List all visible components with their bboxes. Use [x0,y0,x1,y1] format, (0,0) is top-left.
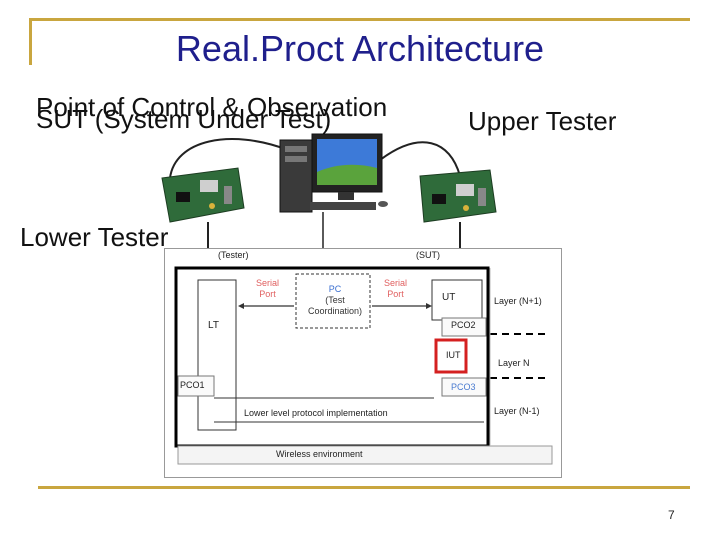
pco1-box [177,375,215,397]
layer-n: Layer N [498,358,530,368]
left-cable [169,138,289,179]
lower-level-label: Lower level protocol implementation [244,408,388,418]
lt-box [197,279,237,431]
lower-tester-heading: Lower Tester [20,222,169,252]
pc-label-line1: PC [328,284,342,294]
iut-label: IUT [446,350,461,360]
layer-n-plus-1: Layer (N+1) [494,296,542,306]
pc-box [295,273,371,329]
right-cable [379,141,461,177]
lt-label: LT [208,320,219,331]
pco3-box [441,377,487,397]
pc-label-line3: Coordination) [307,306,363,316]
pco2-box [441,317,487,337]
slide-bottom-rule [38,486,690,489]
architecture-diagram [164,248,562,478]
serial-port-right: Serial Port [384,278,407,300]
pc-label-line2: (Test [325,295,345,305]
tester-label: (Tester) [218,250,249,260]
iut-box [434,338,468,374]
ut-label: UT [442,292,456,303]
layer-n-minus-1: Layer (N-1) [494,406,540,416]
pco1-label: PCO1 [180,380,205,390]
serial-port-right-line1: Serial [384,278,408,288]
upper-tester-heading: Upper Tester [468,106,617,136]
serial-port-left: Serial Port [256,278,279,300]
wireless-label: Wireless environment [276,449,363,459]
wireless-bar [177,445,553,465]
poco-heading: Point of Control & Observation [36,92,388,122]
desktop-pc-icon [279,133,388,213]
pco2-label: PCO2 [451,320,476,330]
serial-port-left-line1: Serial [256,278,280,288]
serial-port-right-line2: Port [387,289,404,299]
pc-label: PC (Test Coordination) [298,284,372,317]
slide-title: Real.Proct Architecture [175,28,545,69]
sut-label: (SUT) [416,250,440,260]
serial-port-left-line2: Port [259,289,276,299]
sut-heading: SUT (System Under Test) [36,104,332,134]
page-number: 7 [668,508,675,522]
pco3-label: PCO3 [451,382,476,392]
right-sensor-board-icon [419,169,497,223]
left-sensor-board-icon [161,167,245,223]
slide-left-rule [29,18,32,65]
slide-top-rule [29,18,690,21]
